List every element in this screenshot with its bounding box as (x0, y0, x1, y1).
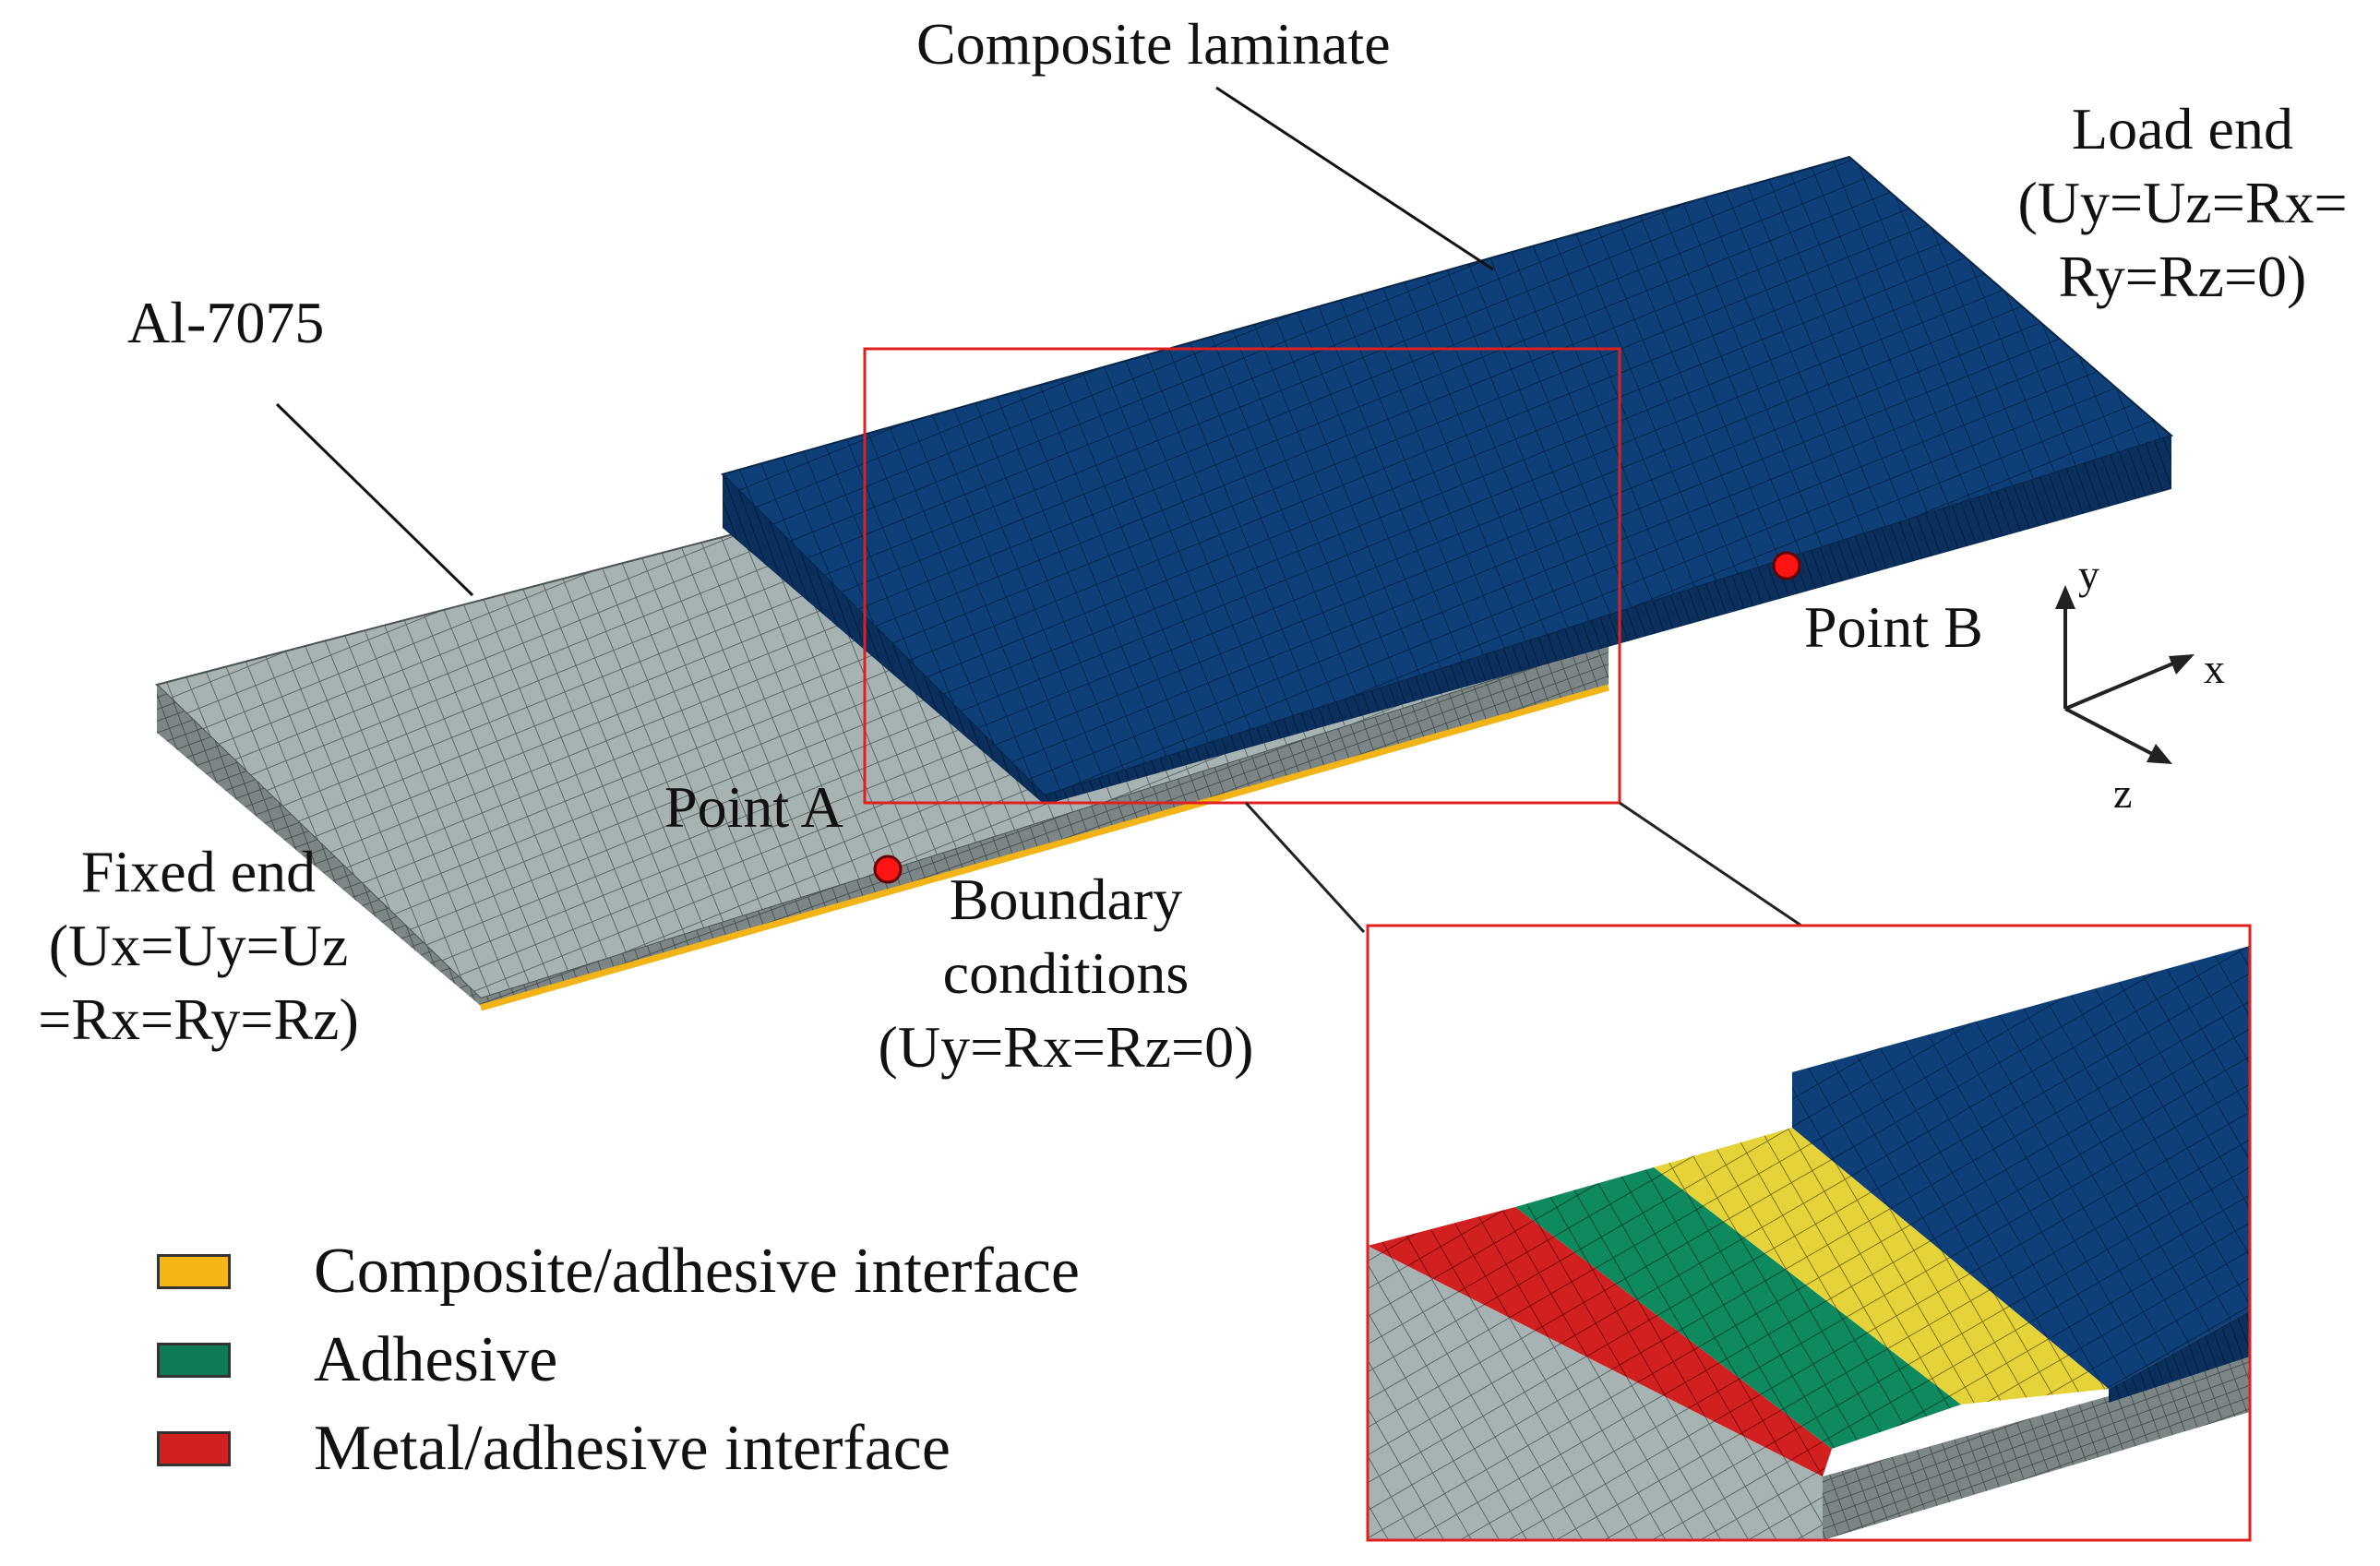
label-point-a: Point A (664, 774, 843, 840)
label-point-b: Point B (1804, 594, 1983, 660)
leader-line-aluminum (275, 402, 474, 597)
label-boundary-line3: (Uy=Rx=Rz=0) (878, 1014, 1254, 1080)
label-fixed-end-line1: Fixed end (80, 839, 317, 904)
axis-z-label: z (2113, 770, 2132, 817)
inset-connector-left (1244, 801, 1366, 934)
label-boundary-line1: Boundary (949, 867, 1183, 932)
label-fixed-end-line2: (Ux=Uy=Uz (48, 913, 349, 978)
label-load-end-line1: Load end (2072, 96, 2293, 161)
label-load-end-line2: (Uy=Uz=Rx= (2017, 170, 2348, 235)
axis-x-label: x (2204, 645, 2225, 692)
label-boundary-conditions: Boundary conditions (Uy=Rx=Rz=0) (849, 863, 1283, 1084)
legend-swatch-adhesive (157, 1343, 231, 1378)
inset-aluminum-strip (1823, 1357, 2250, 1540)
legend-label-metal-adhesive: Metal/adhesive interface (314, 1413, 951, 1484)
inset-metal-adhesive-interface (1368, 1207, 1832, 1476)
inset-composite-block-side (2109, 1310, 2250, 1403)
legend-label-adhesive: Adhesive (314, 1324, 558, 1395)
aluminum-plate-end (157, 685, 481, 1006)
inset-connector-right (1619, 801, 1802, 927)
label-fixed-end: Fixed end (Ux=Uy=Uz =Rx=Ry=Rz) (0, 835, 397, 1057)
legend-item-metal-adhesive: Metal/adhesive interface (157, 1405, 1080, 1493)
inset-composite-adhesive-interface (1654, 1128, 2109, 1405)
legend-label-composite-adhesive: Composite/adhesive interface (314, 1236, 1080, 1307)
composite-laminate-side (1045, 436, 2171, 805)
legend-item-adhesive: Adhesive (157, 1316, 1080, 1405)
inset-composite-block-top (1792, 946, 2250, 1389)
label-load-end-line3: Ry=Rz=0) (2058, 244, 2307, 309)
legend: Composite/adhesive interface Adhesive Me… (157, 1227, 1080, 1493)
zoom-inset-frame (1366, 924, 2252, 1542)
zoom-inset (1368, 926, 2250, 1540)
highlight-box (863, 347, 1621, 805)
label-fixed-end-line3: =Rx=Ry=Rz) (38, 986, 359, 1052)
point-a-marker (873, 855, 903, 884)
label-load-end: Load end (Uy=Uz=Rx= Ry=Rz=0) (1989, 92, 2376, 314)
adhesive-edge-line (480, 684, 1609, 1011)
label-boundary-line2: conditions (942, 940, 1190, 1006)
inset-adhesive-layer (1515, 1167, 1961, 1449)
leader-line-composite (1215, 86, 1494, 271)
label-composite-laminate: Composite laminate (916, 11, 1391, 77)
aluminum-plate-side (481, 644, 1609, 1006)
legend-item-composite-adhesive: Composite/adhesive interface (157, 1227, 1080, 1316)
inset-aluminum-region (1368, 1246, 1823, 1540)
legend-swatch-metal-adhesive (157, 1431, 231, 1466)
legend-swatch-composite-adhesive (157, 1254, 231, 1289)
point-b-marker (1772, 551, 1801, 580)
axis-y-label: y (2078, 551, 2099, 598)
label-al-7075: Al-7075 (127, 290, 325, 355)
composite-laminate-end (723, 474, 1045, 805)
coordinate-axes (2055, 585, 2195, 764)
